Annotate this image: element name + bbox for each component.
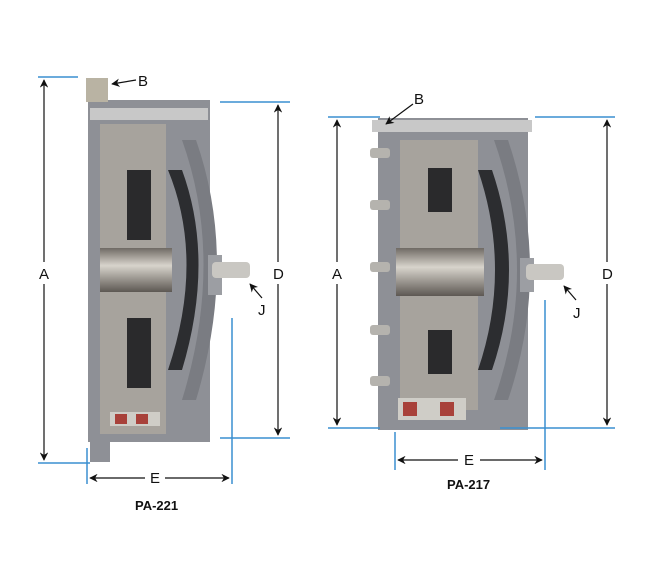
pa-217-dimension-arrows — [332, 103, 612, 465]
pa-221-extension-lines — [38, 76, 290, 484]
return-springs — [115, 414, 148, 424]
pa-217-label-b: B — [414, 91, 424, 108]
pa-221-dimension-arrows — [39, 78, 283, 483]
friction-pad — [127, 318, 151, 388]
pa-221-clutch-section — [86, 78, 250, 462]
shaft — [100, 248, 172, 292]
pa-221-label-a: A — [39, 266, 49, 283]
return-springs — [403, 402, 454, 416]
pa-217-label-d: D — [602, 266, 613, 283]
bolts — [370, 148, 390, 386]
pa-221-label-e: E — [150, 470, 160, 487]
pa-221-label-j: J — [258, 302, 266, 319]
pa-217-caption: PA-217 — [447, 477, 490, 492]
pa-221-label-d: D — [273, 266, 284, 283]
pa-221-caption: PA-221 — [135, 498, 178, 513]
diaphragm-disc — [168, 170, 199, 370]
pa-221-label-b: B — [138, 73, 148, 90]
adjuster-j — [212, 262, 250, 278]
pa-217-label-j: J — [573, 305, 581, 322]
pa-217-label-e: E — [464, 452, 474, 469]
adjuster-j — [526, 264, 564, 280]
friction-pad — [127, 170, 151, 240]
pa-217-clutch-section — [370, 118, 564, 430]
pa-217-extension-lines — [328, 116, 615, 470]
pa-217-label-a: A — [332, 266, 342, 283]
